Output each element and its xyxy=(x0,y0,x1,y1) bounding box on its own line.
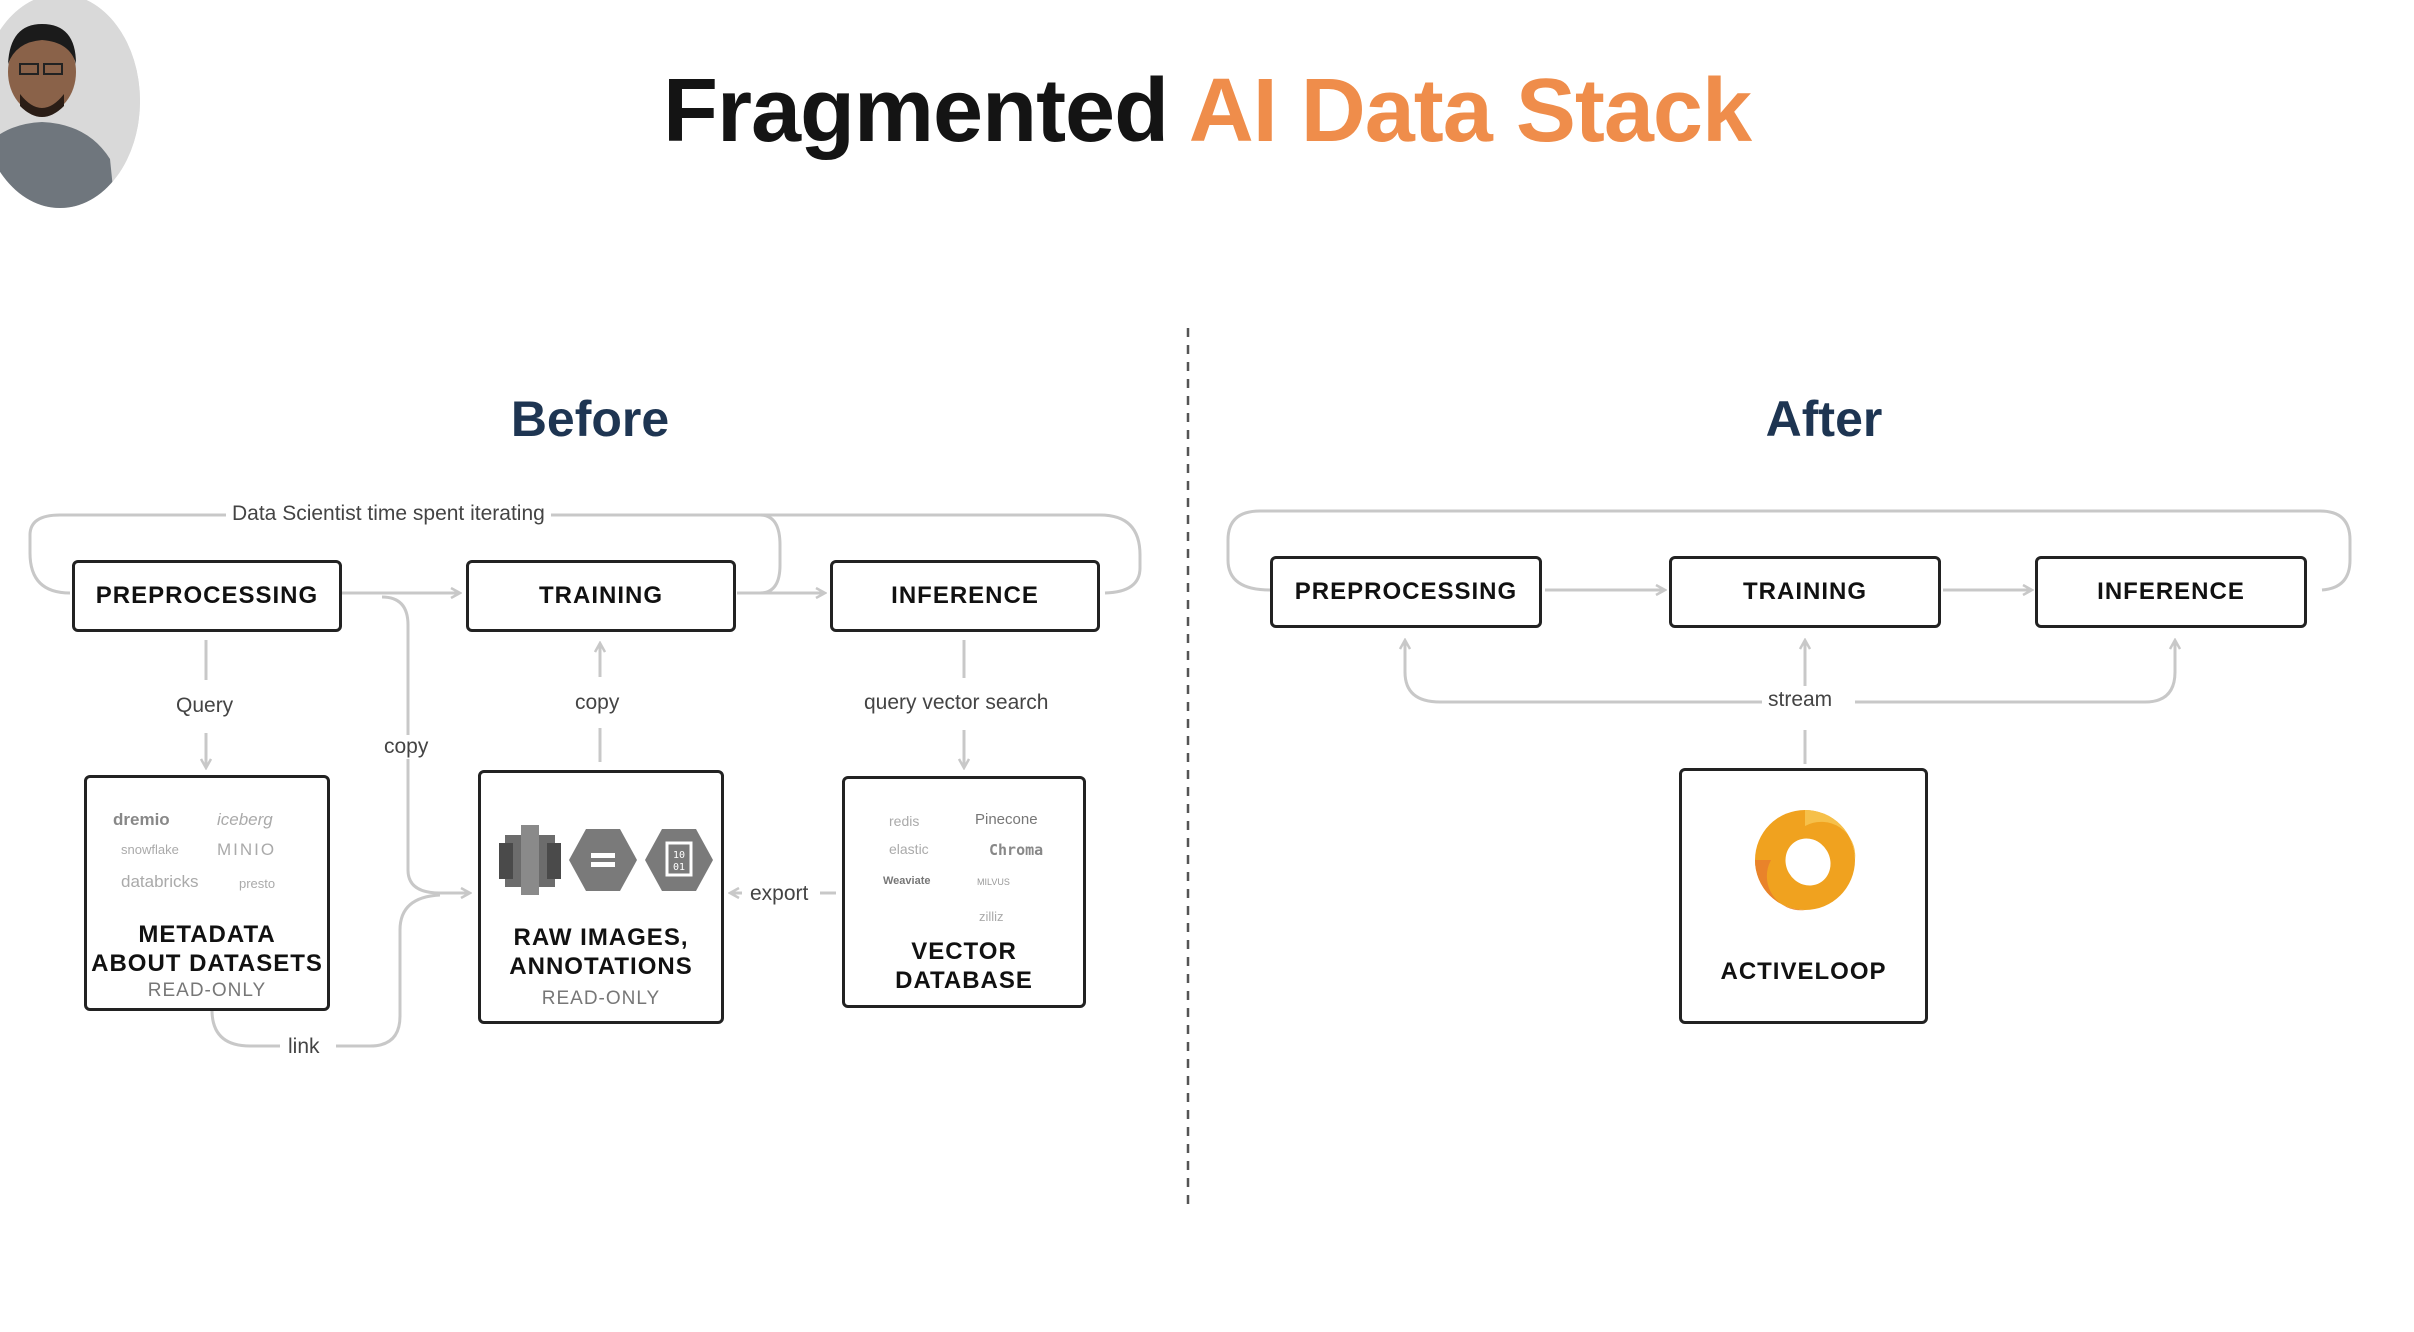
edge-label-link: link xyxy=(282,1035,326,1059)
raw-title-line2: ANNOTATIONS xyxy=(509,953,693,980)
logo-zilliz: zilliz xyxy=(979,909,1004,924)
logo-redis: redis xyxy=(889,813,920,829)
metadata-store: dremio iceberg snowflake MINIO databrick… xyxy=(84,775,330,1011)
edge-label-copy-left: copy xyxy=(378,735,435,759)
before-node-training: TRAINING xyxy=(466,560,736,632)
before-heading: Before xyxy=(510,391,670,447)
metadata-readonly: READ-ONLY xyxy=(147,980,267,1001)
logo-presto: presto xyxy=(239,876,276,891)
after-node-training: TRAINING xyxy=(1669,556,1941,628)
slide-title: Fragmented AI Data Stack xyxy=(0,60,2414,163)
svg-text:01: 01 xyxy=(673,862,685,873)
edge-label-stream: stream xyxy=(1762,688,1839,712)
after-node-preprocessing: PREPROCESSING xyxy=(1270,556,1542,628)
edge-label-query-vector-search: query vector search xyxy=(858,691,1055,715)
vector-title-line2: DATABASE xyxy=(895,967,1033,994)
svg-text:10: 10 xyxy=(673,850,685,861)
title-part-1: Fragmented xyxy=(662,61,1169,161)
activeloop-logo-icon xyxy=(1752,807,1858,918)
logo-iceberg: iceberg xyxy=(217,810,273,829)
storage-equals-icon xyxy=(569,829,637,896)
logo-dremio: dremio xyxy=(113,810,170,829)
after-node-inference: INFERENCE xyxy=(2035,556,2307,628)
logo-milvus: MILVUS xyxy=(977,877,1010,887)
vector-title-line1: VECTOR xyxy=(911,938,1017,965)
raw-title-line1: RAW IMAGES, xyxy=(513,924,689,951)
edge-label-query: Query xyxy=(170,694,240,718)
raw-readonly: READ-ONLY xyxy=(541,988,661,1009)
logo-weaviate: Weaviate xyxy=(883,875,931,887)
metadata-title-line2: ABOUT DATASETS xyxy=(91,950,323,977)
edge-label-export: export xyxy=(744,882,815,906)
logo-chroma: Chroma xyxy=(989,841,1044,859)
activeloop-label: ACTIVELOOP xyxy=(1720,958,1887,985)
logo-databricks: databricks xyxy=(121,872,199,891)
edge-label-copy-mid: copy xyxy=(569,691,626,715)
vector-db-store: redis Pinecone elastic Chroma Weaviate M… xyxy=(842,776,1086,1008)
activeloop-store: ACTIVELOOP xyxy=(1679,768,1928,1024)
metadata-title-line1: METADATA xyxy=(138,921,276,948)
logo-elastic: elastic xyxy=(889,841,929,857)
before-node-preprocessing: PREPROCESSING xyxy=(72,560,342,632)
logo-pinecone: Pinecone xyxy=(975,811,1038,828)
after-heading: After xyxy=(1765,391,1883,447)
logo-snowflake: snowflake xyxy=(121,842,179,857)
logo-minio: MINIO xyxy=(217,840,277,859)
title-part-2: AI Data Stack xyxy=(1188,61,1752,161)
s3-bucket-icon xyxy=(499,825,561,900)
loop-label: Data Scientist time spent iterating xyxy=(226,502,551,526)
before-node-inference: INFERENCE xyxy=(830,560,1100,632)
presenter-avatar-icon xyxy=(0,0,140,208)
